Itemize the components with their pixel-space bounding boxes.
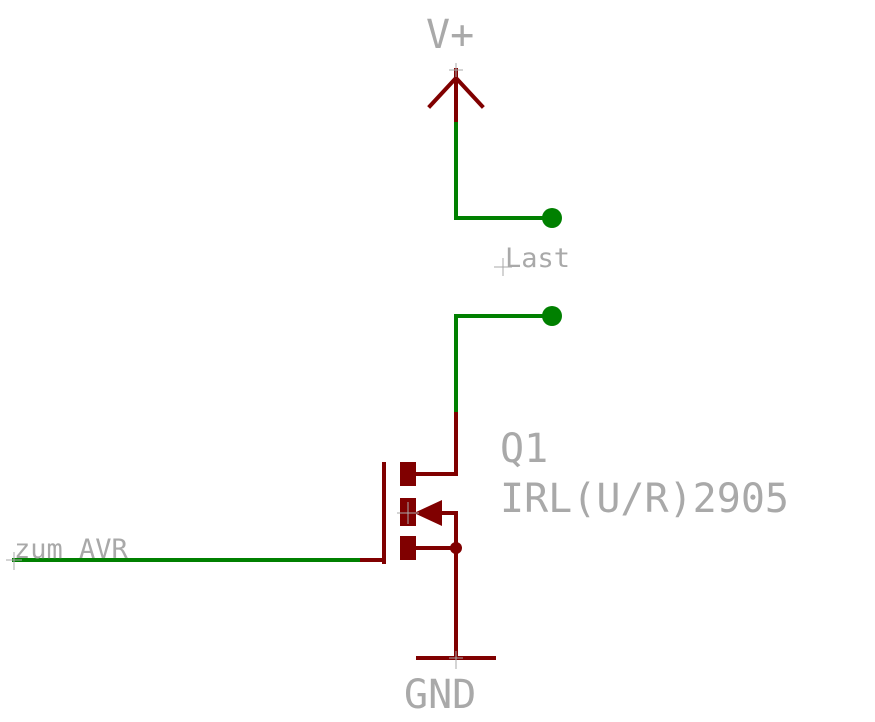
load-terminal-top[interactable]: [542, 208, 562, 228]
mosfet-body-arrow: [414, 500, 442, 526]
mosfet-drain-lead: [410, 412, 458, 476]
ground-symbol[interactable]: [416, 651, 496, 669]
mosfet-name-label: Q1: [500, 426, 548, 472]
mosfet-body-lead: [438, 511, 458, 550]
mosfet-channel-top: [400, 462, 416, 486]
supply-label: V+: [426, 12, 474, 58]
wire-supply-to-load[interactable]: [454, 122, 554, 220]
wire-load-to-drain[interactable]: [454, 314, 554, 416]
mosfet-channel-bottom: [400, 536, 416, 560]
mosfet-value-label: IRL(U/R)2905: [500, 476, 789, 522]
supply-arrow: [427, 75, 485, 109]
ground-label: GND: [404, 672, 476, 718]
supply-symbol[interactable]: [427, 63, 485, 126]
mosfet-q1[interactable]: [356, 412, 462, 564]
input-label: zum AVR: [14, 534, 129, 565]
load-label: Last: [505, 243, 570, 274]
